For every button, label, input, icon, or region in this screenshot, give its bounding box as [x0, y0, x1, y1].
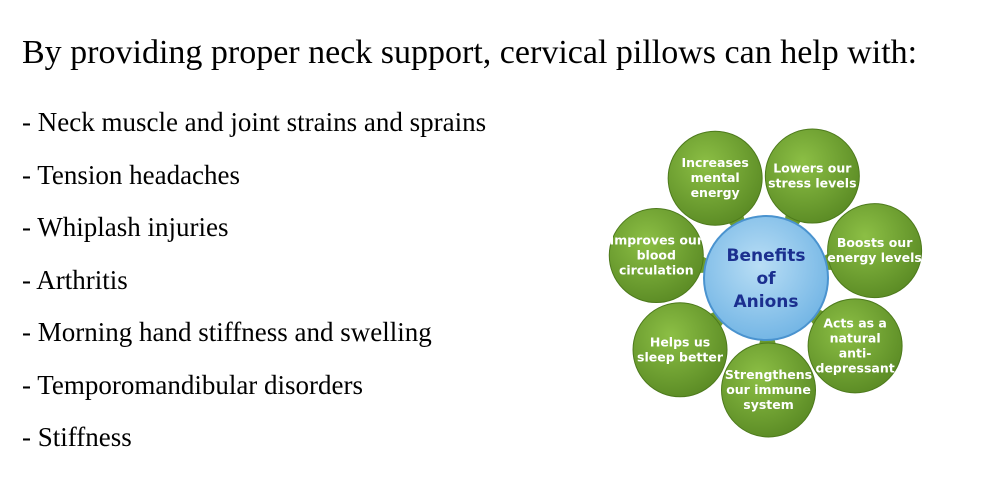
list-item: - Morning hand stiffness and swelling	[22, 317, 432, 347]
petal-label: stress levels	[768, 176, 856, 191]
petal-label: our immune	[726, 382, 811, 397]
benefit-list: - Neck muscle and joint strains and spra…	[22, 96, 486, 464]
petal-label: mental	[691, 170, 740, 185]
petal-label: natural	[830, 330, 881, 345]
petal-label: Strengthens	[725, 367, 812, 382]
list-item: - Tension headaches	[22, 159, 241, 190]
center-label: Anions	[734, 292, 799, 312]
petal-label: energy levels	[827, 250, 922, 265]
petal-circle	[608, 208, 704, 304]
petal-label: Acts as a	[823, 315, 887, 330]
headline: By providing proper neck support, cervic…	[22, 34, 918, 71]
petal-label: depressant	[816, 360, 895, 375]
petal-label: Lowers our	[773, 161, 852, 176]
petal-label: Improves our	[610, 233, 704, 248]
list-item: - Temporomandibular disorders	[22, 369, 364, 400]
list-item: - Neck muscle and joint strains and spra…	[22, 107, 487, 137]
center-label: of	[756, 269, 776, 289]
petal-label: anti-	[839, 345, 872, 360]
petal-circle	[721, 342, 817, 438]
petal-circle	[807, 298, 903, 394]
petal-circle	[827, 203, 923, 299]
list-item: - Stiffness	[22, 422, 132, 452]
petal-circle	[667, 130, 763, 226]
petal-label: Boosts our	[837, 235, 913, 250]
petal-label: energy	[691, 185, 740, 200]
petal-label: system	[743, 397, 794, 412]
petal-label: Increases	[681, 155, 748, 170]
petal-label: Helps us	[650, 334, 710, 349]
petal-circle	[764, 128, 860, 224]
petal-circle	[632, 302, 728, 398]
list-item: - Arthritis	[22, 264, 128, 295]
petal-label: circulation	[619, 263, 694, 278]
center-circle	[703, 215, 829, 341]
petal-label: sleep better	[637, 349, 724, 364]
petal-label: blood	[637, 248, 676, 263]
center-label: Benefits	[727, 246, 806, 266]
list-item: - Whiplash injuries	[22, 212, 229, 242]
